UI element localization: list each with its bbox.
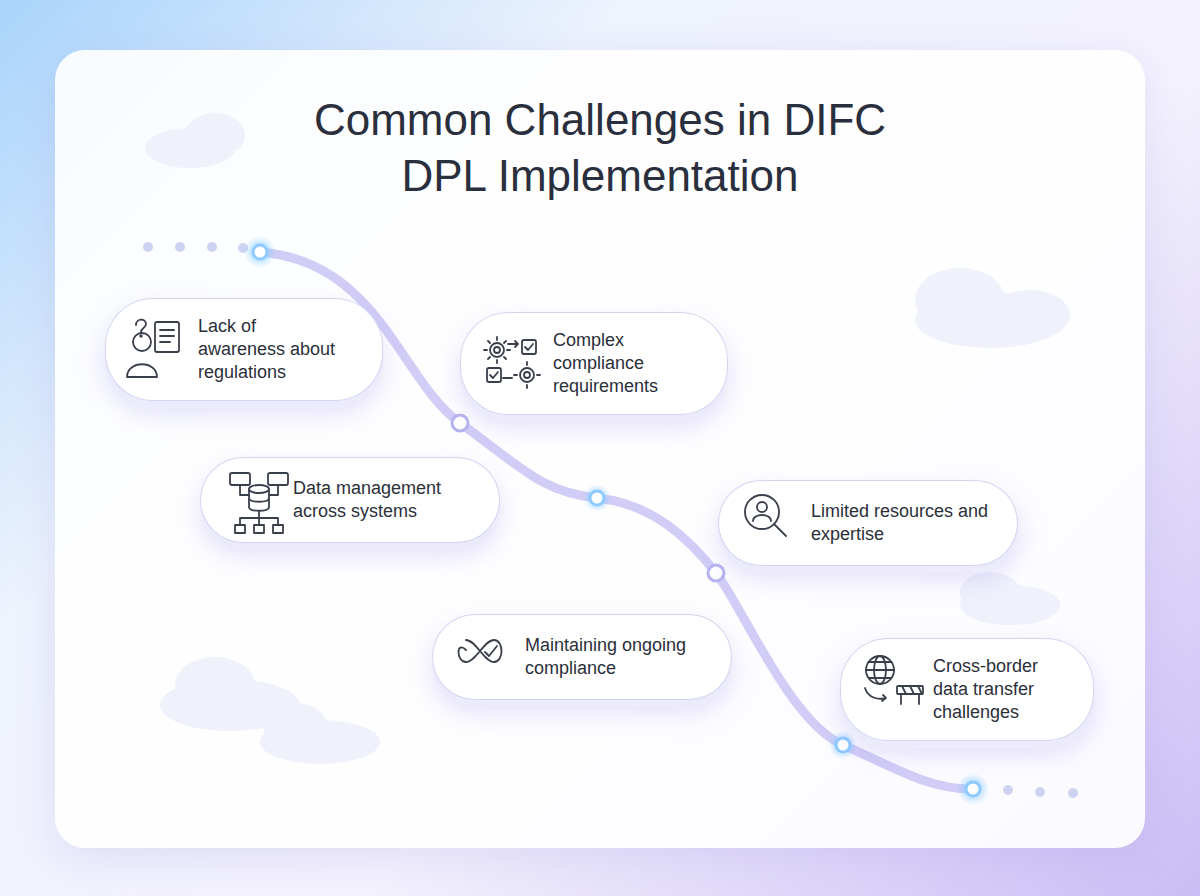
- search-person-icon: [745, 495, 786, 536]
- challenge-pill: Complex compliance requirements: [460, 312, 728, 415]
- challenge-label: Cross-border data transfer challenges: [933, 655, 1055, 724]
- person-question-icon: [127, 320, 179, 377]
- globe-barrier-icon: [865, 656, 923, 704]
- challenge-label: Maintaining ongoing compliance: [525, 634, 693, 680]
- challenge-pill: Lack of awareness about regulations: [105, 298, 383, 401]
- diagram-title: Common Challenges in DIFC DPL Implementa…: [280, 92, 920, 204]
- challenge-label: Lack of awareness about regulations: [198, 315, 346, 384]
- challenge-label: Limited resources and expertise: [811, 500, 989, 546]
- challenge-pill: Maintaining ongoing compliance: [432, 614, 732, 700]
- gears-check-icon: [484, 337, 540, 388]
- challenge-pill: Data management across systems: [200, 457, 500, 543]
- cycle-check-icon: [459, 640, 502, 662]
- challenge-pill: Limited resources and expertise: [718, 480, 1018, 566]
- database-network-icon: [230, 473, 288, 533]
- challenge-pill: Cross-border data transfer challenges: [840, 638, 1094, 741]
- challenge-label: Complex compliance requirements: [553, 329, 675, 398]
- challenge-label: Data management across systems: [293, 477, 471, 523]
